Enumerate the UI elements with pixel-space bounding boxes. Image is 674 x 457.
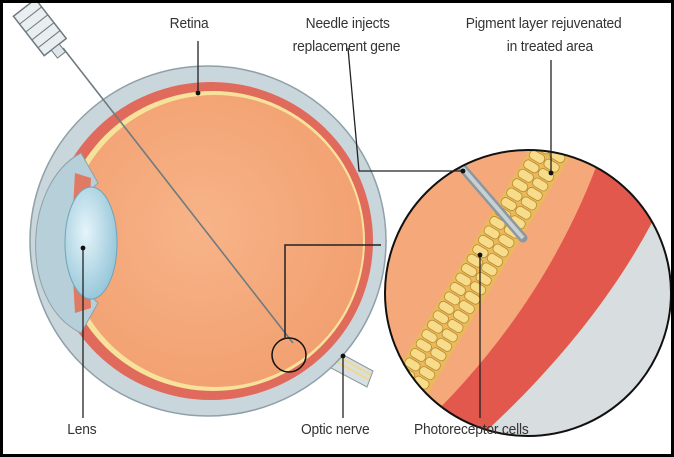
pigment-label-line1: Pigment layer rejuvenated <box>466 14 622 33</box>
optic-nerve-label: Optic nerve <box>301 420 370 439</box>
magnified-inset <box>365 121 671 443</box>
retina-label: Retina <box>170 14 209 33</box>
eye-diagram <box>3 3 671 454</box>
needle-label-line2: replacement gene <box>293 37 401 56</box>
lens-shape <box>65 187 117 299</box>
photoreceptor-label: Photoreceptor cells <box>414 420 529 439</box>
pigment-label-line2: in treated area <box>507 37 593 56</box>
lens-label: Lens <box>67 420 96 439</box>
needle-label-line1: Needle injects <box>306 14 390 33</box>
